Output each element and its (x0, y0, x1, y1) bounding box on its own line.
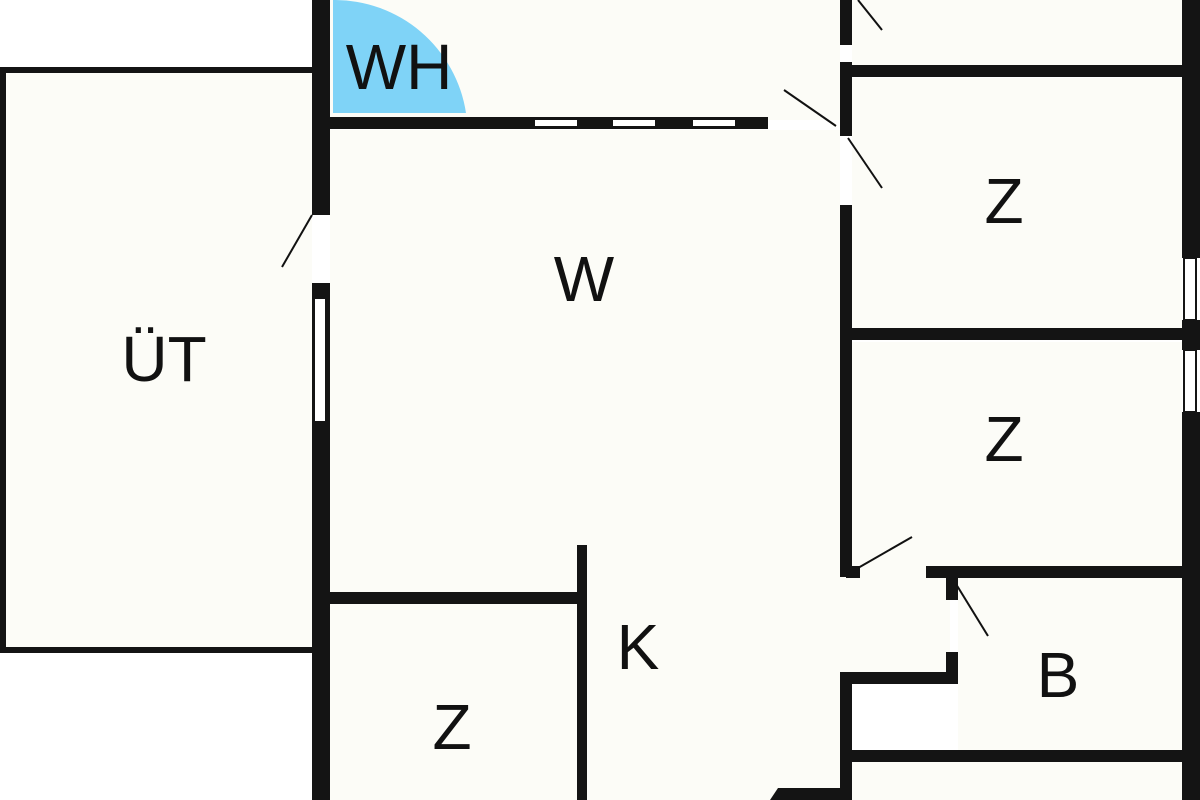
label-z-lower: Z (432, 691, 471, 763)
window-wh-3 (691, 118, 737, 128)
window-right-1 (1183, 257, 1197, 321)
label-z-middle: Z (984, 403, 1023, 475)
window-right-2 (1183, 349, 1197, 413)
window-left (313, 297, 327, 423)
window-wh-1 (533, 118, 579, 128)
label-b: B (1037, 639, 1080, 711)
room-w (330, 130, 950, 800)
door-swings (281, 0, 989, 637)
label-ut: ÜT (121, 323, 206, 395)
windows (313, 118, 1197, 423)
room-wh (330, 0, 840, 120)
door-swing-highlight (333, 0, 466, 113)
label-w: W (554, 243, 615, 315)
label-z-upper: Z (984, 165, 1023, 237)
label-k: K (617, 611, 660, 683)
label-wh: WH (346, 31, 453, 103)
window-wh-2 (611, 118, 657, 128)
right-rooms (852, 0, 1182, 800)
room-z-lower (330, 604, 580, 800)
room-ut (0, 67, 312, 653)
